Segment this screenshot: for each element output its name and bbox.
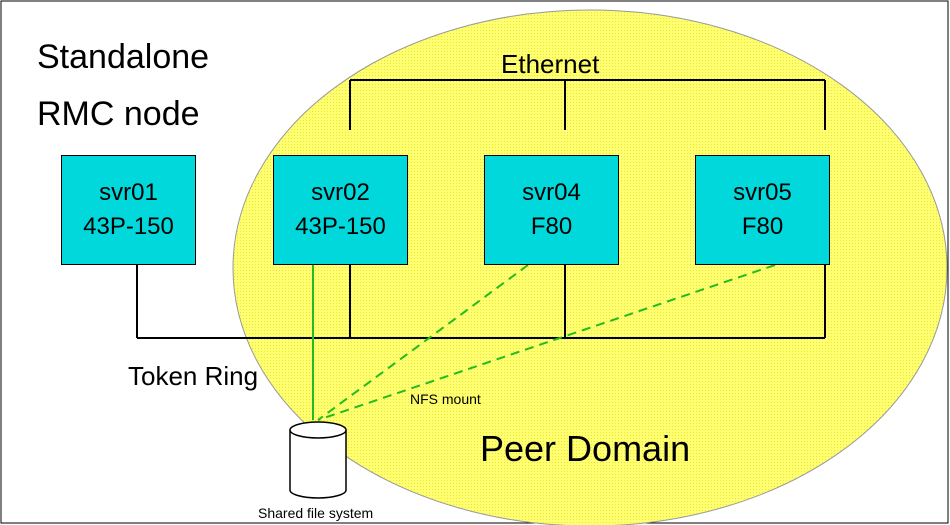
node-svr02: svr02 43P-150: [273, 155, 408, 265]
node-name: svr04: [522, 179, 581, 206]
peer-domain-region: [232, 9, 948, 525]
token-ring-bus: [136, 265, 826, 339]
ethernet-bus: [349, 79, 826, 130]
node-name: svr05: [733, 179, 792, 206]
shared-file-system-label: Shared file system: [258, 505, 374, 521]
node-model: F80: [530, 213, 573, 240]
node-model: 43P-150: [83, 213, 174, 240]
node-svr04: svr04 F80: [484, 155, 619, 265]
standalone-label-line1: Standalone: [37, 38, 210, 76]
nfs-mount-label: NFS mount: [410, 391, 481, 407]
shared-file-system-icon: [289, 421, 347, 499]
peer-domain-label: Peer Domain: [480, 428, 691, 469]
standalone-label-line2: RMC node: [37, 95, 200, 133]
node-model: 43P-150: [295, 213, 386, 240]
node-svr01: svr01 43P-150: [61, 155, 196, 265]
node-model: F80: [741, 213, 784, 240]
node-name: svr01: [99, 179, 158, 206]
ethernet-label: Ethernet: [501, 49, 600, 79]
node-svr05: svr05 F80: [695, 155, 830, 265]
node-name: svr02: [311, 179, 370, 206]
token-ring-label: Token Ring: [128, 361, 259, 391]
nfs-mount-links: [317, 264, 776, 421]
